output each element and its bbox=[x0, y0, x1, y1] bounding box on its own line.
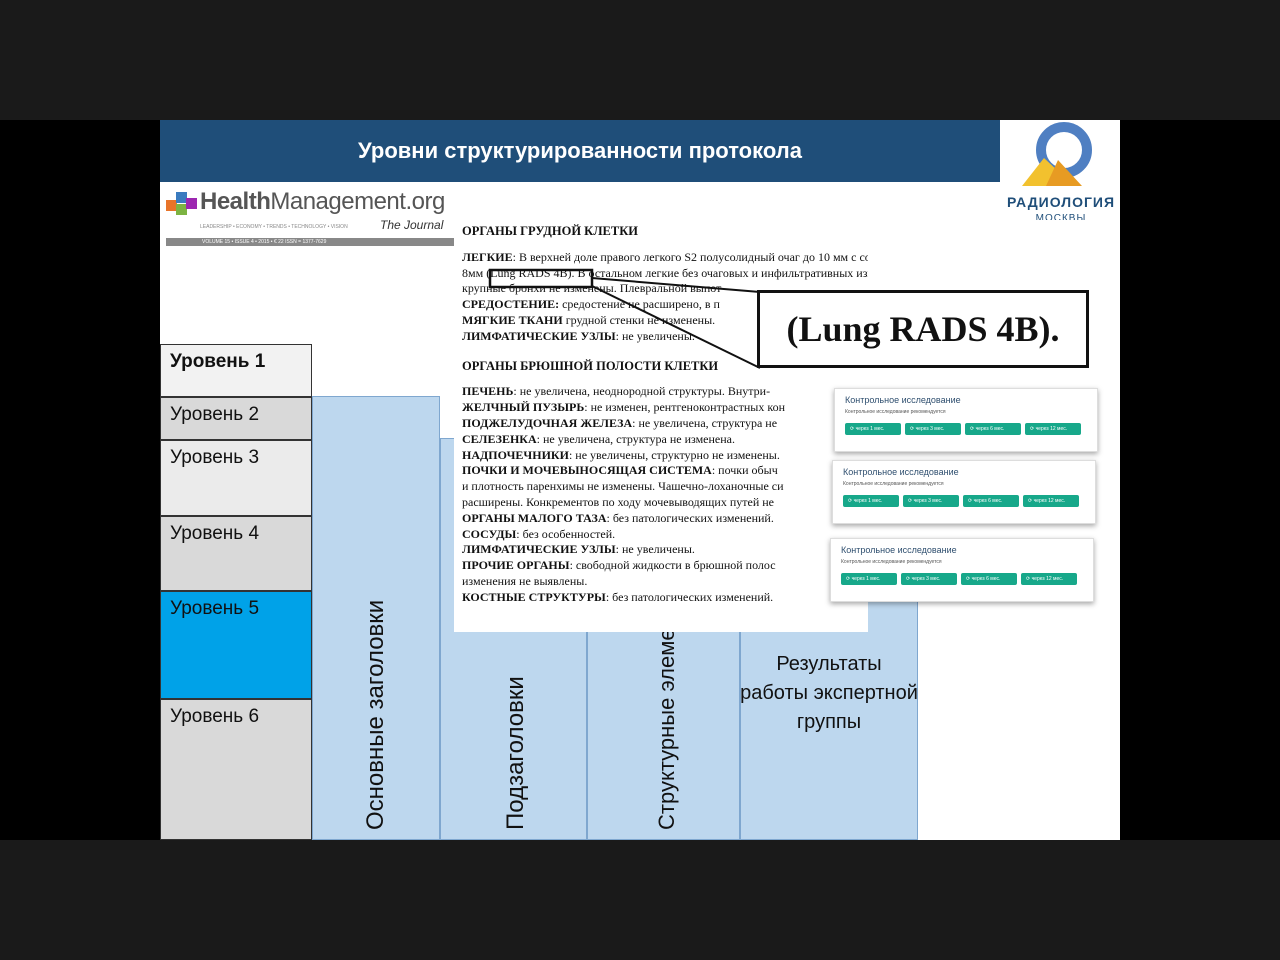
followup-1m-button[interactable]: ⟳ через 1 мес. bbox=[841, 573, 897, 585]
column-main-headers bbox=[312, 396, 440, 840]
doc-line: СЕЛЕЗЕНКА: не увеличена, структура не из… bbox=[462, 431, 735, 446]
followup-1m-button[interactable]: ⟳ через 1 мес. bbox=[843, 495, 899, 507]
followup-12m-button[interactable]: ⟳ через 12 мес. bbox=[1021, 573, 1077, 585]
control-panel-1: Контрольное исследование Контрольное исс… bbox=[834, 388, 1098, 452]
doc-line: ЛИМФАТИЧЕСКИЕ УЗЛЫ: не увеличены. bbox=[462, 542, 695, 557]
followup-6m-button[interactable]: ⟳ через 6 мес. bbox=[963, 495, 1019, 507]
level-1: Уровень 1 bbox=[160, 344, 312, 397]
followup-6m-button[interactable]: ⟳ через 6 мес. bbox=[965, 423, 1021, 435]
doc-heading-chest: ОРГАНЫ ГРУДНОЙ КЛЕТКИ bbox=[462, 224, 639, 238]
doc-line: ЖЕЛЧНЫЙ ПУЗЫРЬ: не изменен, рентгеноконт… bbox=[462, 400, 786, 415]
doc-line: ПОЧКИ И МОЧЕВЫНОСЯЩАЯ СИСТЕМА: почки обы… bbox=[462, 463, 778, 478]
hm-tagline: LEADERSHIP • ECONOMY • TRENDS • TECHNOLO… bbox=[200, 224, 348, 230]
column-subheaders-label: Подзаголовки bbox=[502, 676, 529, 830]
followup-12m-button[interactable]: ⟳ через 12 мес. bbox=[1025, 423, 1081, 435]
level-2: Уровень 2 bbox=[160, 397, 312, 440]
doc-line: ЛЕГКИЕ: В верхней доле правого легкого S… bbox=[462, 249, 868, 264]
control-title: Контрольное исследование bbox=[845, 395, 961, 405]
logo-name: РАДИОЛОГИЯ bbox=[1006, 194, 1116, 210]
level-6: Уровень 6 bbox=[160, 699, 312, 840]
followup-12m-button[interactable]: ⟳ через 12 мес. bbox=[1023, 495, 1079, 507]
control-panel-2: Контрольное исследование Контрольное исс… bbox=[832, 460, 1096, 524]
doc-line: ПРОЧИЕ ОРГАНЫ: свободной жидкости в брюш… bbox=[462, 558, 776, 573]
level-3: Уровень 3 bbox=[160, 440, 312, 516]
doc-line: и плотность паренхимы не изменены. Чашеч… bbox=[462, 479, 784, 494]
cubes-icon bbox=[166, 192, 198, 218]
zoom-label: (Lung RADS 4B). bbox=[757, 290, 1089, 368]
doc-line: изменения не выявлены. bbox=[462, 573, 588, 588]
doc-line: 8мм (Lung RADS 4B). В остальном легкие б… bbox=[462, 265, 868, 280]
control-title: Контрольное исследование bbox=[843, 467, 959, 477]
doc-line: ПОДЖЕЛУДОЧНАЯ ЖЕЛЕЗА: не увеличена, стру… bbox=[462, 415, 778, 430]
doc-line: НАДПОЧЕЧНИКИ: не увеличены, структурно н… bbox=[462, 447, 780, 462]
healthmanagement-logo: HealthManagement.org LEADERSHIP • ECONOM… bbox=[166, 188, 456, 248]
hm-issue-bar: VOLUME 15 • ISSUE 4 • 2015 • € 22 ISSN =… bbox=[166, 238, 456, 246]
doc-section-abdomen: ПЕЧЕНЬ: не увеличена, неоднородной струк… bbox=[462, 384, 860, 605]
control-subtitle: Контрольное исследование рекомендуется bbox=[845, 409, 946, 415]
doc-line: ОРГАНЫ МАЛОГО ТАЗА: без патологических и… bbox=[462, 510, 774, 525]
control-panel-3: Контрольное исследование Контрольное исс… bbox=[830, 538, 1094, 602]
followup-3m-button[interactable]: ⟳ через 3 мес. bbox=[901, 573, 957, 585]
hm-brand: HealthManagement.org bbox=[200, 188, 445, 215]
level-4: Уровень 4 bbox=[160, 516, 312, 591]
column-results-label: Результаты работы экспертной группы bbox=[740, 653, 918, 733]
column-main-headers-label: Основные заголовки bbox=[362, 599, 389, 830]
doc-line: ПЕЧЕНЬ: не увеличена, неоднородной струк… bbox=[462, 384, 771, 399]
followup-3m-button[interactable]: ⟳ через 3 мес. bbox=[903, 495, 959, 507]
logo-subname: МОСКВЫ bbox=[1035, 213, 1087, 220]
followup-6m-button[interactable]: ⟳ через 6 мес. bbox=[961, 573, 1017, 585]
doc-line: СОСУДЫ: без особенностей. bbox=[462, 526, 616, 541]
radiology-moscow-logo: РАДИОЛОГИЯ МОСКВЫ bbox=[1002, 120, 1120, 220]
doc-line: расширены. Конкрементов по ходу мочевыво… bbox=[462, 494, 774, 509]
followup-3m-button[interactable]: ⟳ через 3 мес. bbox=[905, 423, 961, 435]
slide-content: Уровни структурированности протокола РАД… bbox=[160, 120, 1120, 840]
slide-title: Уровни структурированности протокола bbox=[160, 120, 1000, 182]
protocol-document: ОРГАНЫ ГРУДНОЙ КЛЕТКИ ЛЕГКИЕ: В верхней … bbox=[454, 212, 868, 632]
doc-line: КОСТНЫЕ СТРУКТУРЫ: без патологических из… bbox=[462, 589, 774, 604]
followup-1m-button[interactable]: ⟳ через 1 мес. bbox=[845, 423, 901, 435]
logo-road-shadow-icon bbox=[1046, 160, 1082, 186]
level-5: Уровень 5 bbox=[160, 591, 312, 699]
control-title: Контрольное исследование bbox=[841, 545, 957, 555]
hm-journal: The Journal bbox=[380, 218, 444, 232]
slide: Уровни структурированности протокола РАД… bbox=[0, 120, 1280, 840]
control-subtitle: Контрольное исследование рекомендуется bbox=[841, 559, 942, 565]
control-subtitle: Контрольное исследование рекомендуется bbox=[843, 481, 944, 487]
